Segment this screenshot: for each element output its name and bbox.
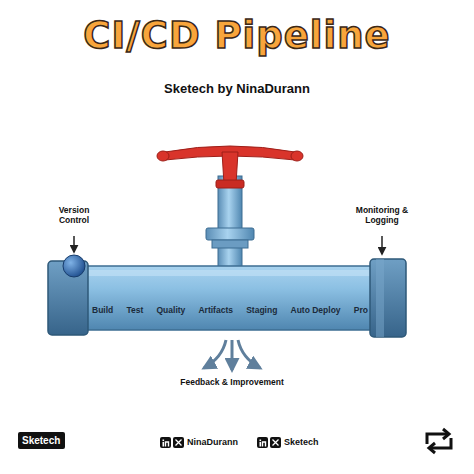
pipe-body — [70, 266, 386, 330]
linkedin-icon — [257, 437, 268, 448]
stage-name: Auto Deploy — [291, 305, 341, 315]
stage-name: Staging — [246, 305, 277, 315]
stage-name: Artifacts — [198, 305, 232, 315]
stage-name: Test — [126, 305, 143, 315]
pointer-arrow — [381, 236, 383, 254]
handle-text: Sketech — [284, 437, 344, 447]
handle-text: NinaDurann — [187, 437, 255, 447]
brand-text: Sketech — [22, 435, 60, 446]
x-icon — [173, 437, 184, 448]
feedback-arrows — [204, 340, 260, 370]
pipe-highlight — [70, 270, 386, 276]
stage-name: Quality — [156, 305, 185, 315]
stage-name: Build — [92, 305, 113, 315]
pipe-cap-right — [370, 259, 406, 337]
feedback-label: Feedback & Improvement — [150, 378, 314, 388]
pointer-arrow — [73, 236, 75, 252]
stage-name: Pro — [354, 305, 368, 315]
stage-label: Version Control — [44, 206, 104, 226]
stage-label: Monitoring & Logging — [346, 206, 418, 226]
byline: Sketech by NinaDurann — [0, 82, 474, 97]
x-icon — [270, 437, 281, 448]
repost-icon — [427, 429, 451, 453]
brand-badge: Sketech — [18, 432, 65, 449]
valve-stem — [206, 176, 254, 268]
source-ball — [63, 255, 85, 277]
linkedin-icon — [160, 437, 171, 448]
valve-handle — [157, 146, 303, 188]
pipeline-stages: Build Test Quality Artifacts Staging Auto Dep… — [92, 302, 368, 318]
cap-highlight — [376, 259, 384, 337]
title: CI/CD Pipeline — [0, 14, 474, 57]
